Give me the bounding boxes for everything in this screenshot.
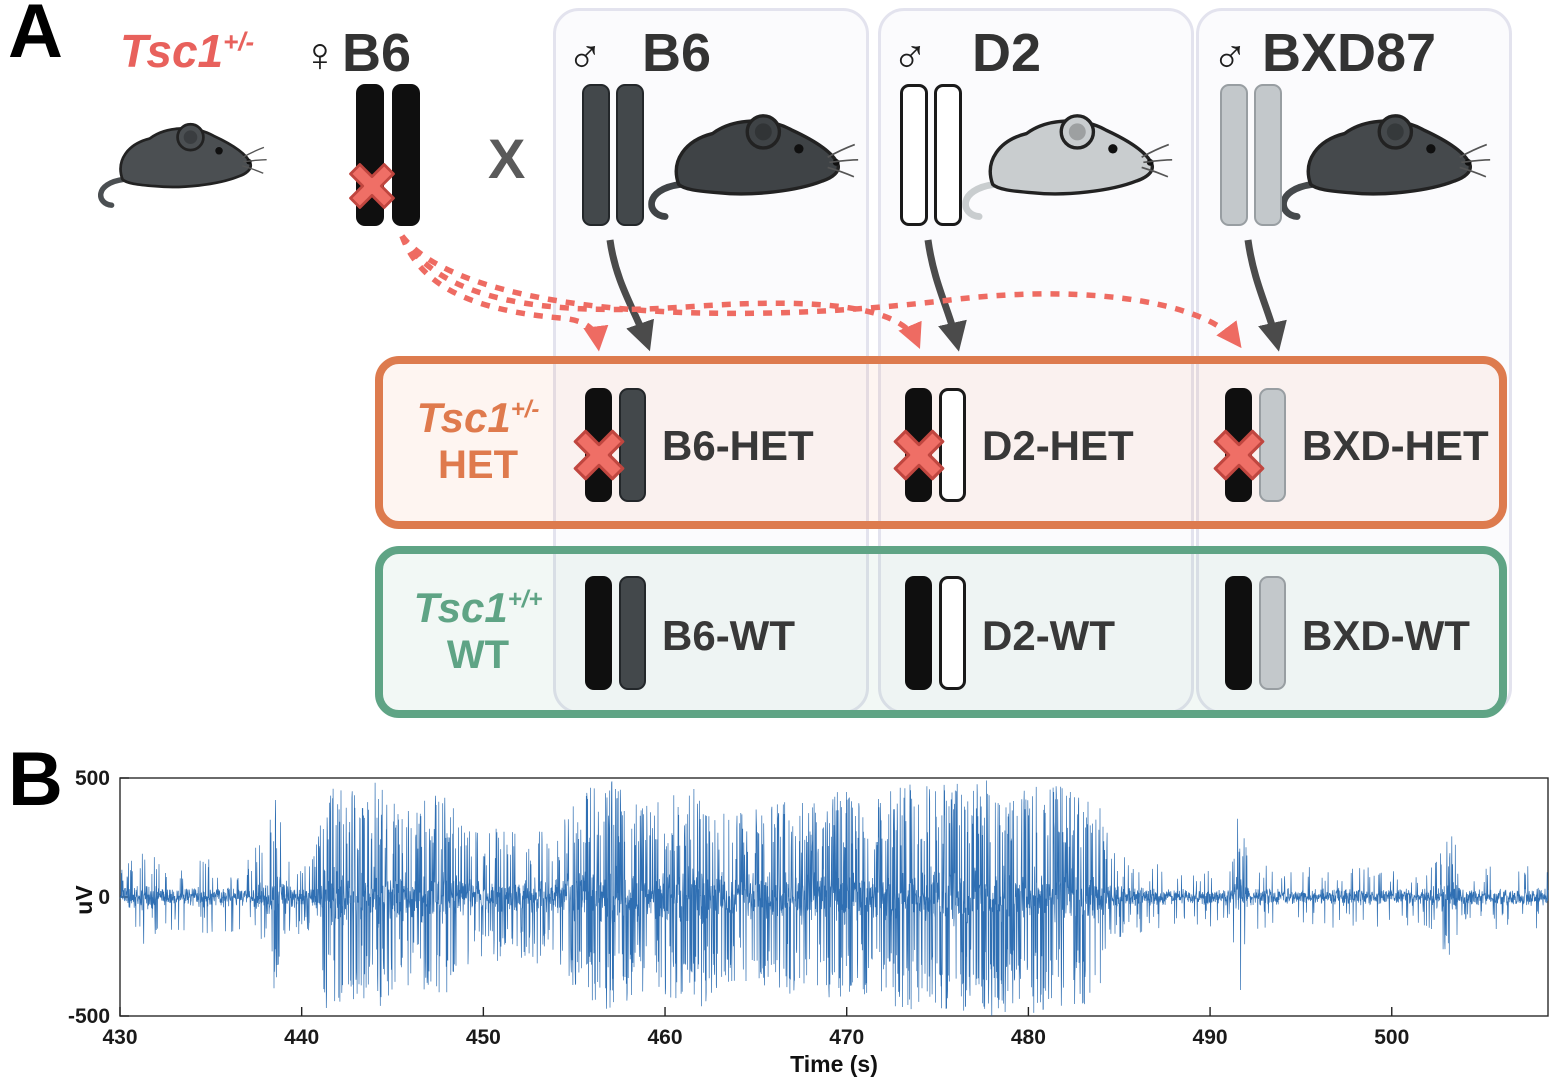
y-axis-label: uV	[71, 885, 97, 915]
d2wt-chromosome-maternal	[905, 576, 932, 690]
bxd87-father-chromosome-1	[1220, 84, 1248, 226]
bxd87-father-mouse-illustration	[1280, 98, 1492, 225]
x-tick-label: 500	[1374, 1026, 1409, 1049]
bxdhet-label: BXD-HET	[1302, 422, 1489, 469]
panel-b-label: B	[8, 737, 63, 822]
male-symbol-d2: ♂	[892, 31, 928, 84]
x-tick-label: 430	[102, 1026, 137, 1049]
d2wt-chromosome-paternal	[939, 576, 966, 690]
b6-father-chromosome-2	[616, 84, 644, 226]
x-tick-label: 470	[829, 1026, 864, 1049]
b6-father-chromosome-1	[582, 84, 610, 226]
y-tick-label: 0	[98, 886, 110, 909]
het-genotype-sup: +/-	[510, 396, 540, 423]
b6wt-chromosome-paternal	[619, 576, 646, 690]
father-strain-bxd87: BXD87	[1262, 23, 1437, 83]
y-tick-label: 500	[75, 767, 110, 790]
male-symbol-bxd87: ♂	[1212, 31, 1248, 84]
x-tick-label: 450	[466, 1026, 501, 1049]
d2-father-chromosome-1	[900, 84, 928, 226]
d2-father-mouse-illustration	[962, 98, 1174, 225]
mother-gene-text: Tsc1	[120, 25, 224, 77]
wt-box-label: Tsc1+/+ WT	[388, 584, 568, 678]
bxdwt-chromosome-paternal	[1259, 576, 1286, 690]
mother-genotype-label: Tsc1+/-	[120, 24, 254, 78]
panel-a-label: A	[8, 0, 63, 74]
bxdwt-label: BXD-WT	[1302, 612, 1470, 659]
het-zygosity-text: HET	[438, 443, 518, 488]
wt-genotype-sup: +/+	[507, 586, 543, 613]
y-tick-label: -500	[68, 1005, 110, 1028]
father-strain-b6: B6	[642, 23, 712, 83]
tsc1-mutation-x-icon	[344, 158, 400, 214]
d2wt-label: D2-WT	[982, 612, 1115, 659]
b6het-mutation-x-icon	[568, 424, 630, 486]
b6het-label: B6-HET	[662, 422, 814, 469]
x-tick-label: 490	[1193, 1026, 1228, 1049]
wt-gene-text: Tsc1	[413, 584, 508, 631]
het-gene-text: Tsc1	[416, 394, 511, 441]
b6-father-mouse-illustration	[648, 98, 860, 225]
d2het-label: D2-HET	[982, 422, 1134, 469]
b6wt-label: B6-WT	[662, 612, 795, 659]
mother-mouse-illustration	[98, 110, 268, 212]
male-symbol-b6: ♂	[567, 31, 603, 84]
wt-zygosity-text: WT	[446, 633, 510, 678]
x-tick-label: 440	[284, 1026, 319, 1049]
mother-strain-label: B6	[342, 23, 412, 83]
eeg-trace	[119, 780, 1549, 1016]
d2-father-chromosome-2	[934, 84, 962, 226]
bxdwt-chromosome-maternal	[1225, 576, 1252, 690]
x-axis-label: Time (s)	[790, 1051, 878, 1077]
bxdhet-mutation-x-icon	[1208, 424, 1270, 486]
het-box-label: Tsc1+/- HET	[388, 394, 568, 488]
father-strain-d2: D2	[972, 23, 1042, 83]
b6wt-chromosome-maternal	[585, 576, 612, 690]
d2het-chromosome-paternal	[939, 388, 966, 502]
mother-genotype-sup: +/-	[223, 26, 255, 57]
eeg-chart: uV Time (s) 430 440 450 460 470 480 490 500 -500…	[68, 767, 1549, 1077]
cross-symbol: X	[488, 127, 526, 190]
bxd87-father-chromosome-2	[1254, 84, 1282, 226]
d2het-mutation-x-icon	[888, 424, 950, 486]
x-tick-label: 460	[648, 1026, 683, 1049]
x-tick-label: 480	[1011, 1026, 1046, 1049]
mother-chromosome-normal	[392, 84, 420, 226]
female-symbol: ♀	[302, 29, 338, 82]
